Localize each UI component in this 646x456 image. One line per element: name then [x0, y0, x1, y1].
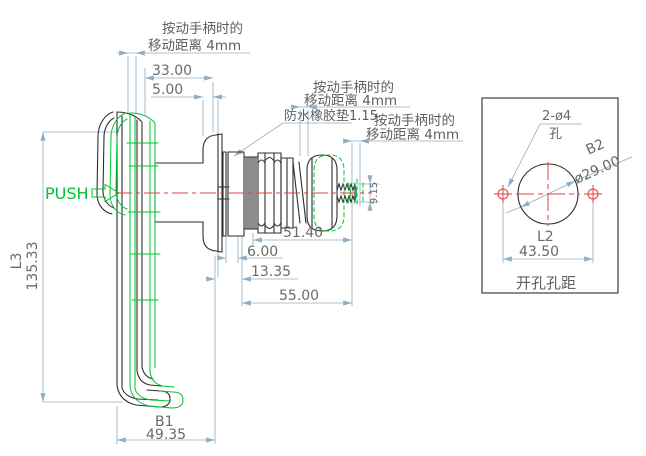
handle-body-outline [96, 111, 356, 408]
dim-55-label: 55.00 [279, 288, 319, 304]
travel-note-2-line1: 按动手柄时的 [313, 80, 394, 96]
hole-dia-value: ø29.00 [572, 153, 623, 187]
travel-note-2-line2: 移动距离 4mm [304, 92, 397, 109]
dim-33-label: 33.00 [152, 63, 192, 79]
hole-dia-label: B2 [584, 136, 607, 158]
holes-note-line1: 2-ø4 [542, 109, 571, 124]
dim-5-label: 5.00 [152, 82, 183, 98]
handle-pushed-position [91, 112, 364, 409]
dim-6-label: 6.00 [247, 244, 278, 260]
holes-note-line2: 孔 [549, 127, 562, 142]
gasket-note: 防水橡胶垫1.15 [284, 108, 378, 124]
push-label: PUSH [45, 184, 89, 203]
dim-9-15-label: 9.15 [369, 182, 380, 204]
dimension-lines [40, 50, 633, 444]
travel-note-1-line1: 按动手柄时的 [162, 21, 243, 37]
travel-note-3-line1: 按动手柄时的 [374, 113, 455, 129]
dim-B1-label: B1 [155, 414, 174, 430]
hole-panel-caption: 开孔孔距 [516, 274, 576, 292]
push-arrow-icon [91, 183, 120, 203]
centerlines [116, 162, 602, 226]
dim-B1-value: 49.35 [146, 427, 186, 443]
travel-note-3-line2: 移动距离 4mm [366, 126, 459, 143]
dim-L3-label: L3 [9, 253, 25, 270]
dim-51-40-label: 51.40 [283, 225, 323, 241]
hole-spacing-value: 43.50 [519, 244, 559, 260]
dim-L3-value: 135.33 [25, 242, 41, 291]
dim-13-35-label: 13.35 [251, 264, 291, 280]
travel-note-1-line2: 移动距离 4mm [148, 37, 241, 54]
hole-spacing-label: L2 [537, 229, 554, 245]
